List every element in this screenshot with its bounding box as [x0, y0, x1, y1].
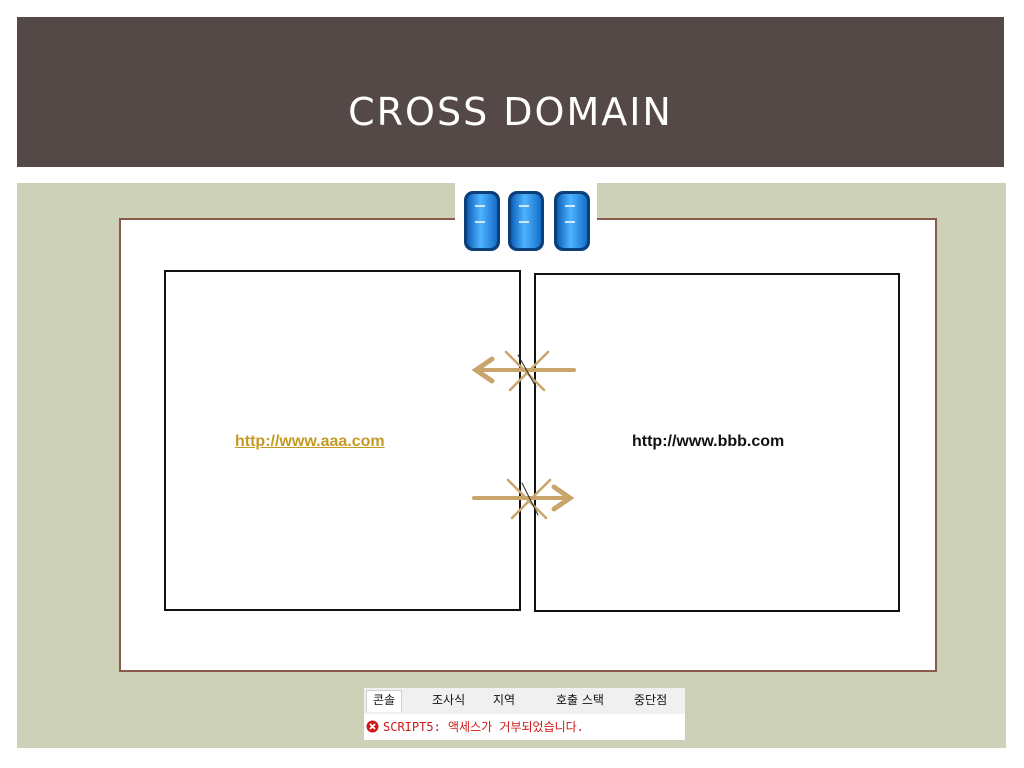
server-group: [455, 183, 597, 256]
title-bar: CROSS DOMAIN: [17, 17, 1004, 167]
server-icon-3: [554, 191, 590, 251]
tab-call-stack[interactable]: 호출 스택: [556, 693, 604, 707]
console-error-row: SCRIPT5: 액세스가 거부되었습니다.: [364, 715, 685, 739]
blocked-left-arrow-icon: [471, 350, 576, 392]
slide-title: CROSS DOMAIN: [348, 90, 673, 134]
url-link-aaa[interactable]: http://www.aaa.com: [235, 433, 385, 450]
tab-watch[interactable]: 조사식: [432, 693, 466, 707]
debug-console: 콘솔 조사식 지역 호출 스택 중단점 SCRIPT5: 액세스가 거부되었습니…: [364, 688, 685, 740]
blocked-right-arrow-icon: [472, 478, 575, 520]
error-message: SCRIPT5: 액세스가 거부되었습니다.: [383, 720, 584, 734]
servers-icon: [464, 191, 590, 251]
console-tab-bar: 콘솔 조사식 지역 호출 스택 중단점: [364, 688, 685, 714]
origin-box-aaa: [164, 270, 521, 611]
origin-box-bbb: [534, 273, 900, 612]
tab-locals[interactable]: 지역: [493, 693, 516, 707]
server-icon-1: [464, 191, 500, 251]
url-text-bbb: http://www.bbb.com: [632, 433, 785, 450]
tab-console[interactable]: 콘솔: [366, 690, 403, 712]
blocked-arrows: [471, 350, 576, 520]
server-icon-2: [508, 191, 544, 251]
error-icon: [366, 720, 379, 733]
tab-breakpoints[interactable]: 중단점: [634, 693, 668, 707]
